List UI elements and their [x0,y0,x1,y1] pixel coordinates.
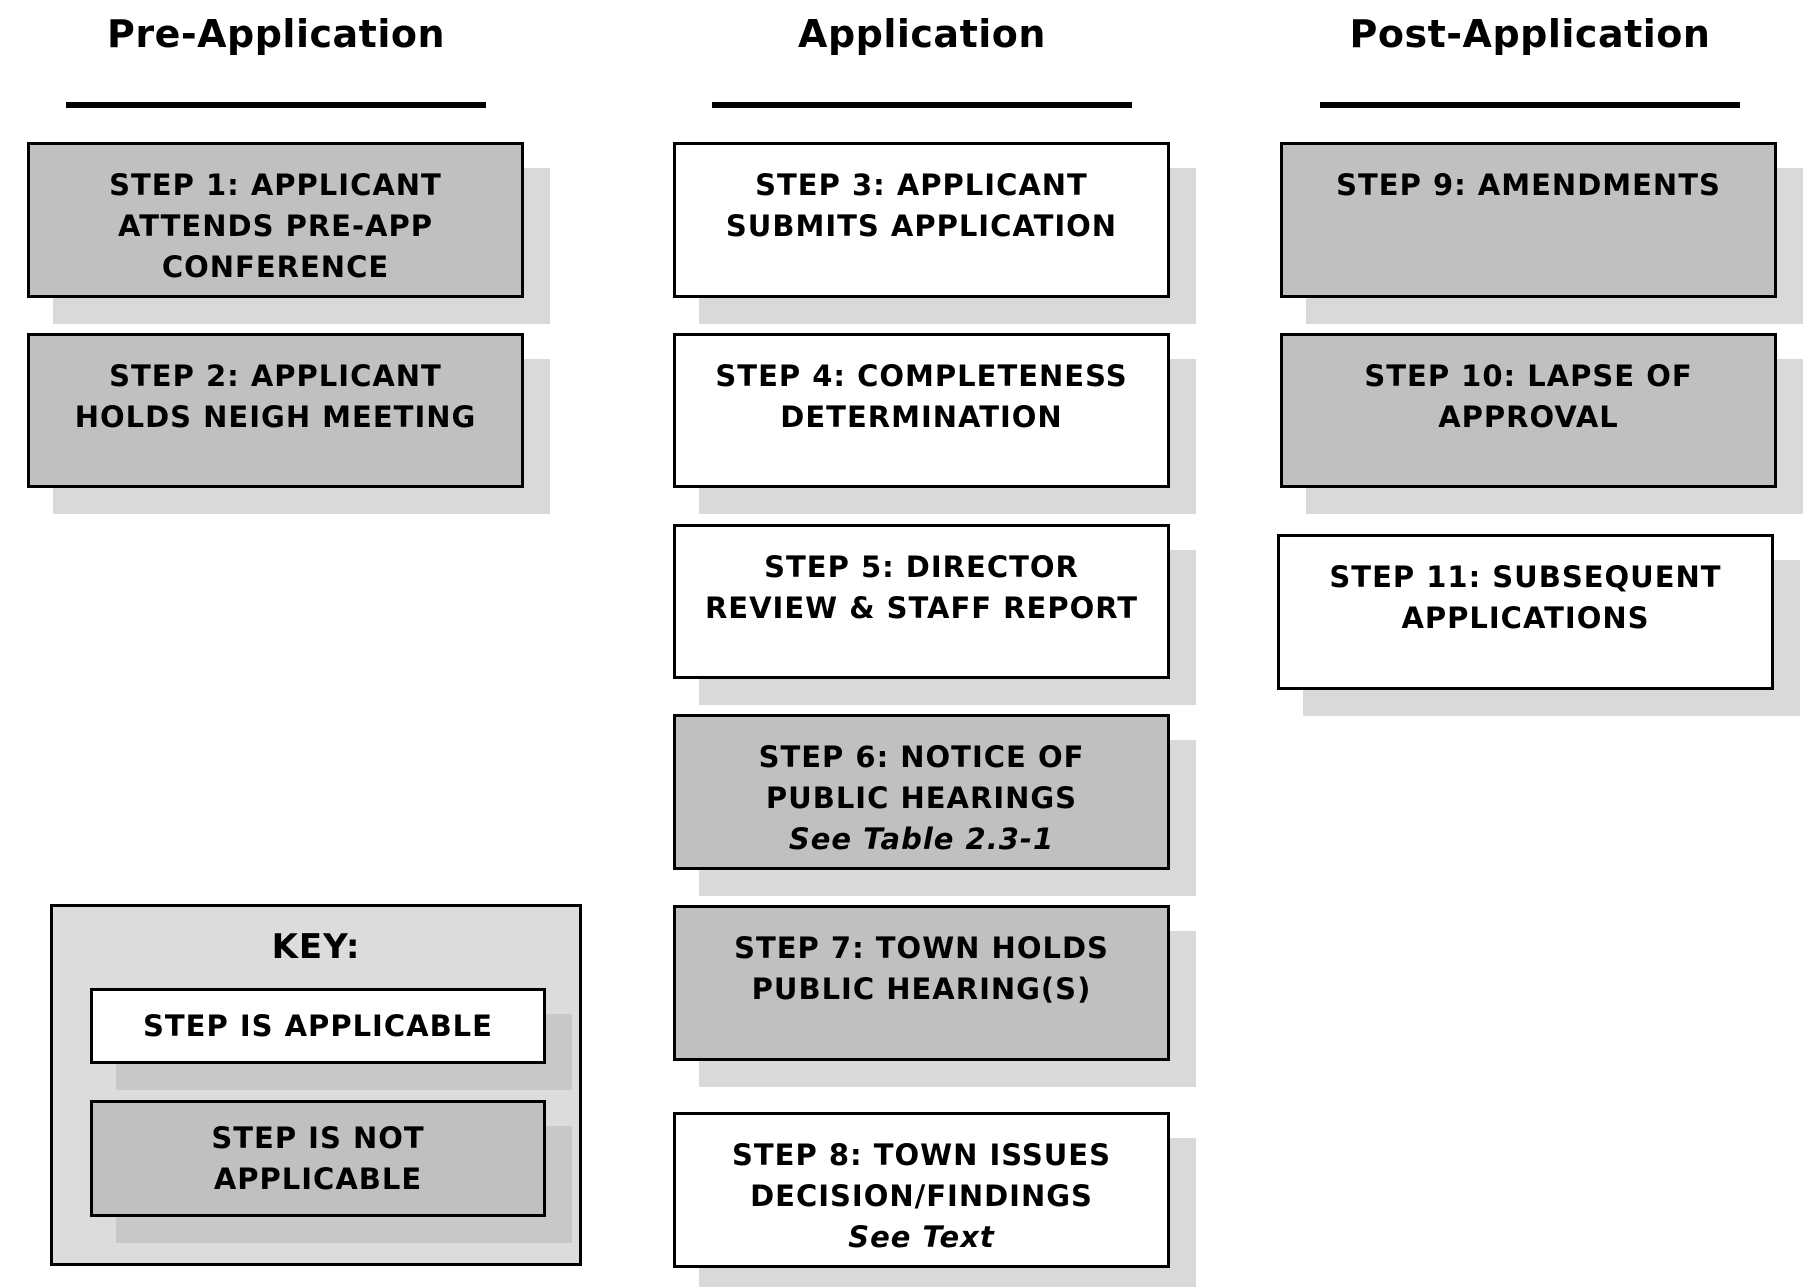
step-1-line-2: ATTENDS PRE-APP [118,209,433,243]
step-11-line-2: APPLICATIONS [1401,601,1650,635]
column-rule-application [712,102,1132,108]
key-legend-panel: KEY: STEP IS APPLICABLE STEP IS NOT APPL… [50,904,582,1266]
step-4-line-1: STEP 4: COMPLETENESS [715,359,1128,393]
step-9-line-1: STEP 9: AMENDMENTS [1336,168,1721,202]
step-2-box: STEP 2: APPLICANT HOLDS NEIGH MEETING [27,333,524,488]
step-3-line-1: STEP 3: APPLICANT [755,168,1088,202]
column-rule-post-application [1320,102,1740,108]
step-2-line-1: STEP 2: APPLICANT [109,359,442,393]
key-not-applicable-swatch: STEP IS NOT APPLICABLE [90,1100,546,1217]
step-2-line-2: HOLDS NEIGH MEETING [74,400,477,434]
step-10-line-2: APPROVAL [1438,400,1619,434]
step-11-box: STEP 11: SUBSEQUENT APPLICATIONS [1277,534,1774,690]
key-not-applicable-label-line-2: APPLICABLE [213,1162,423,1196]
key-title: KEY: [271,927,361,967]
step-3-box: STEP 3: APPLICANT SUBMITS APPLICATION [673,142,1170,298]
step-6-line-2: PUBLIC HEARINGS [765,781,1078,815]
step-10-box: STEP 10: LAPSE OF APPROVAL [1280,333,1777,488]
step-8-line-2: DECISION/FINDINGS [750,1179,1093,1213]
step-1-line-3: CONFERENCE [161,250,390,284]
key-not-applicable-label-line-1: STEP IS NOT [211,1121,425,1155]
step-1-box: STEP 1: APPLICANT ATTENDS PRE-APP CONFER… [27,142,524,298]
step-8-box: STEP 8: TOWN ISSUES DECISION/FINDINGS Se… [673,1112,1170,1268]
step-6-box: STEP 6: NOTICE OF PUBLIC HEARINGS See Ta… [673,714,1170,870]
column-title-post-application: Post-Application [1349,12,1711,56]
step-8-reference: See Text [848,1220,995,1254]
step-7-line-2: PUBLIC HEARING(S) [751,972,1092,1006]
step-10-line-1: STEP 10: LAPSE OF [1364,359,1693,393]
step-6-reference: See Table 2.3-1 [788,822,1055,856]
key-applicable-swatch: STEP IS APPLICABLE [90,988,546,1064]
step-5-line-2: REVIEW & STAFF REPORT [704,591,1139,625]
step-5-line-1: STEP 5: DIRECTOR [764,550,1079,584]
column-rule-pre-application [66,102,486,108]
step-5-box: STEP 5: DIRECTOR REVIEW & STAFF REPORT [673,524,1170,679]
step-11-line-1: STEP 11: SUBSEQUENT [1329,560,1722,594]
step-4-line-2: DETERMINATION [780,400,1063,434]
column-title-pre-application: Pre-Application [106,12,445,56]
step-7-box: STEP 7: TOWN HOLDS PUBLIC HEARING(S) [673,905,1170,1061]
step-6-line-1: STEP 6: NOTICE OF [758,740,1085,774]
step-3-line-2: SUBMITS APPLICATION [725,209,1118,243]
column-title-application: Application [798,12,1046,56]
step-9-box: STEP 9: AMENDMENTS [1280,142,1777,298]
step-8-line-1: STEP 8: TOWN ISSUES [732,1138,1111,1172]
key-applicable-label: STEP IS APPLICABLE [143,1009,493,1043]
step-1-line-1: STEP 1: APPLICANT [109,168,442,202]
step-4-box: STEP 4: COMPLETENESS DETERMINATION [673,333,1170,488]
step-7-line-1: STEP 7: TOWN HOLDS [734,931,1109,965]
